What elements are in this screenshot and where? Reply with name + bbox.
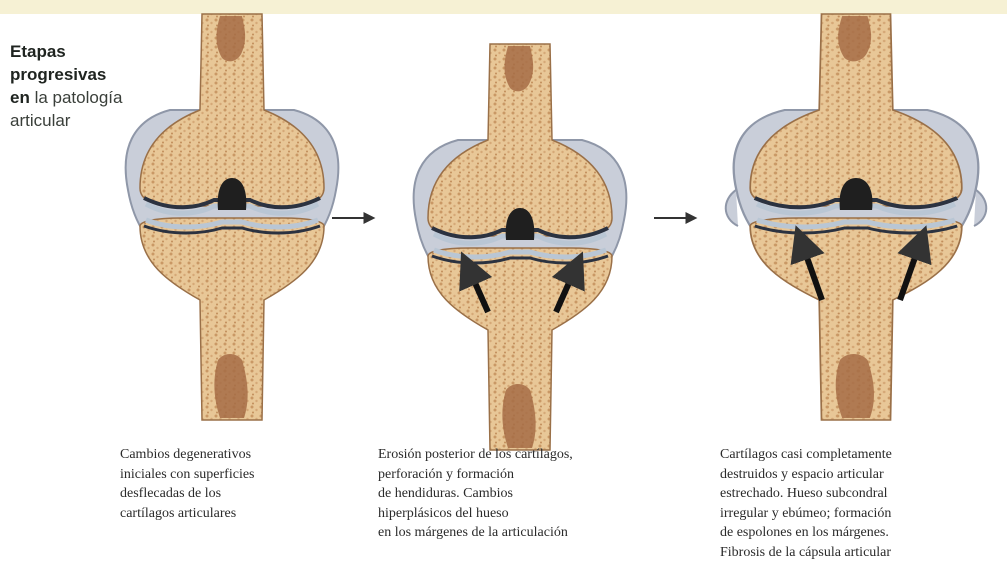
caption-line: de hendiduras. Cambios [378, 484, 573, 504]
joint-stage-1 [126, 14, 339, 420]
caption-line: irregular y ebúmeo; formación [720, 504, 892, 524]
caption-stage-2: Erosión posterior de los cartílagos, per… [378, 445, 573, 543]
caption-line: desflecadas de los [120, 484, 255, 504]
caption-line: Cambios degenerativos [120, 445, 255, 465]
caption-stage-3: Cartílagos casi completamente destruidos… [720, 445, 892, 562]
caption-line: cartílagos articulares [120, 504, 255, 524]
joint-stage-3 [726, 14, 987, 420]
caption-line: estrechado. Hueso subcondral [720, 484, 892, 504]
caption-line: iniciales con superficies [120, 465, 255, 485]
caption-line: hiperplásicos del hueso [378, 504, 573, 524]
osteophyte-left [726, 190, 738, 226]
caption-line: Erosión posterior de los cartílagos, [378, 445, 573, 465]
caption-line: en los márgenes de la articulación [378, 523, 573, 543]
caption-line: Fibrosis de la cápsula articular [720, 543, 892, 563]
osteophyte-right [974, 190, 986, 226]
caption-line: destruidos y espacio articular [720, 465, 892, 485]
caption-stage-1: Cambios degenerativos iniciales con supe… [120, 445, 255, 523]
caption-line: Cartílagos casi completamente [720, 445, 892, 465]
caption-line: de espolones en los márgenes. [720, 523, 892, 543]
caption-line: perforación y formación [378, 465, 573, 485]
joint-stage-2 [414, 44, 627, 450]
